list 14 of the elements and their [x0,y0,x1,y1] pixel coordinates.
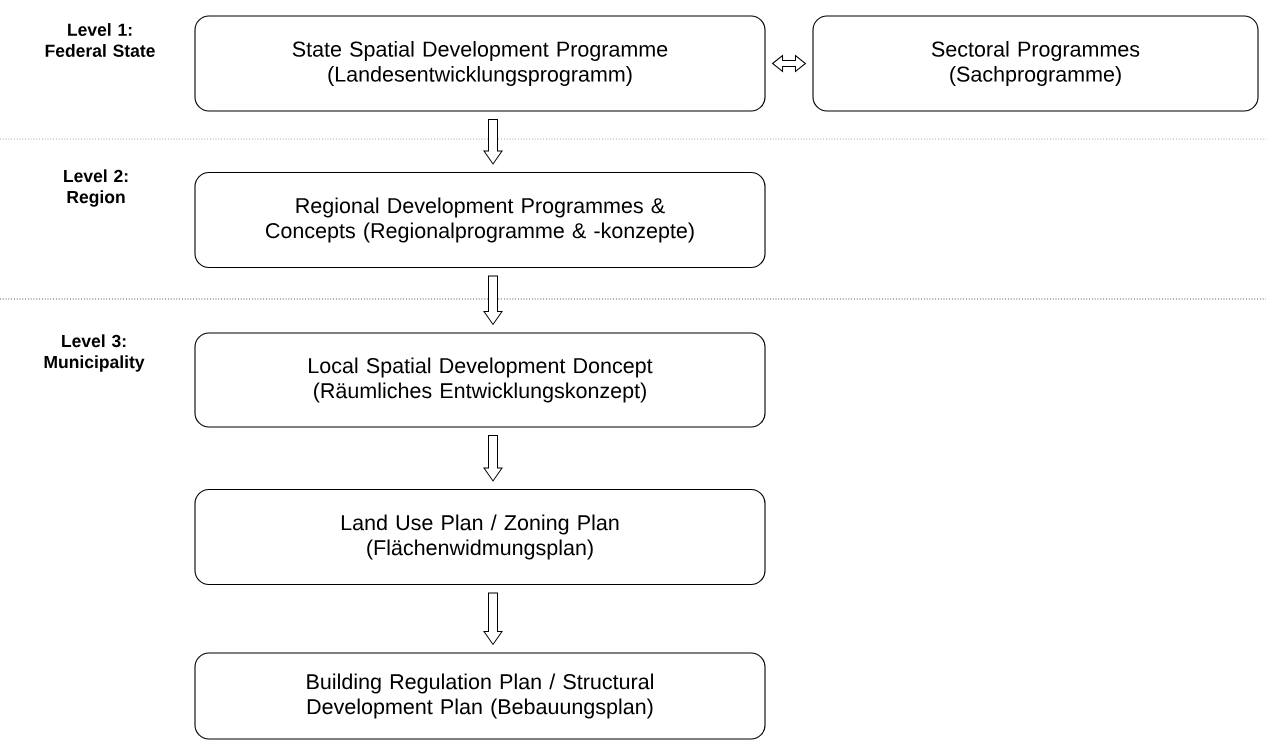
level-label: Level 3: Municipality [44,334,145,372]
process-box: Building Regulation Plan / Structural Development Plan (Bebauungsplan) [194,652,766,740]
process-box: Regional Development Programmes & Concepts (Regionalprogramme & -konzepte) [194,171,766,269]
arrow [483,275,503,325]
process-box: Local Spatial Development Doncept (Räumliches Entwicklungskonzept) [194,332,766,428]
process-box: Land Use Plan / Zoning Plan (Flächenwidmungsplan) [194,488,766,586]
arrow [483,435,503,482]
process-box: State Spatial Development Programme (Landesentwicklungsprogramm) [194,15,766,112]
arrow [772,55,806,72]
arrow [483,592,503,645]
arrow [483,119,503,165]
level-label: Level 1: Federal State [45,23,155,57]
process-box: Sectoral Programmes (Sachprogramme) [812,15,1259,112]
level-label: Level 2: Region [64,169,128,207]
